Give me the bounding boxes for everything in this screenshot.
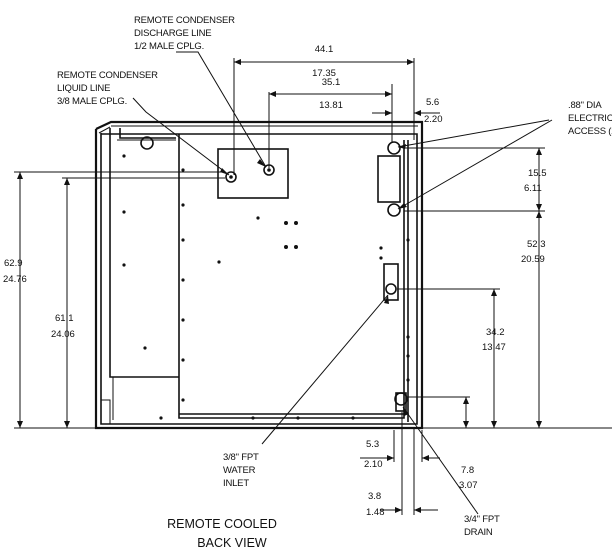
- liquid-line-fitting: [225, 171, 237, 183]
- dim-44-1-in: 17.35: [312, 68, 336, 79]
- dim-7-8-mm: 7.8: [461, 465, 474, 476]
- dim-5-6-mm: 5.6: [426, 97, 439, 108]
- dim-62-9-in: 24.76: [3, 274, 27, 285]
- dim-61-1-in: 24.06: [51, 329, 75, 340]
- svg-text:DISCHARGE LINE: DISCHARGE LINE: [134, 28, 211, 39]
- svg-text:.88" DIA: .88" DIA: [568, 100, 602, 111]
- svg-text:3/8" FPT: 3/8" FPT: [223, 452, 259, 463]
- svg-text:INLET: INLET: [223, 478, 249, 489]
- cabinet: [94, 120, 424, 430]
- dim-44-1-mm: 44.1: [315, 44, 334, 55]
- callout-electrical-access: .88" DIA ELECTRICAL ACCESS (2): [568, 100, 612, 137]
- dim-5-6-in: 2.20: [424, 114, 443, 125]
- dim-5-3-in: 2.10: [364, 459, 383, 470]
- dim-35-1-in: 13.81: [319, 100, 343, 111]
- callout-water-inlet: 3/8" FPT WATER INLET: [223, 452, 259, 489]
- dim-5-3-mm: 5.3: [366, 439, 379, 450]
- svg-text:ACCESS (2): ACCESS (2): [568, 126, 612, 137]
- svg-text:REMOTE CONDENSER: REMOTE CONDENSER: [57, 70, 158, 81]
- dim-7-8-in: 3.07: [459, 480, 478, 491]
- electrical-access-bottom: [387, 203, 401, 217]
- svg-text:1/2 MALE CPLG.: 1/2 MALE CPLG.: [134, 41, 204, 52]
- water-inlet-fitting: [385, 283, 397, 295]
- dimension-lines: [14, 58, 612, 515]
- svg-text:3/8 MALE CPLG.: 3/8 MALE CPLG.: [57, 96, 127, 107]
- callout-discharge-line: REMOTE CONDENSER DISCHARGE LINE 1/2 MALE…: [134, 15, 235, 52]
- view-caption: REMOTE COOLED BACK VIEW: [167, 517, 277, 550]
- svg-text:ELECTRICAL: ELECTRICAL: [568, 113, 612, 124]
- dim-34-2-mm: 34.2: [486, 327, 505, 338]
- dim-3-8-mm: 3.8: [368, 491, 381, 502]
- callout-drain: 3/4" FPT DRAIN: [464, 514, 500, 538]
- dim-34-2-in: 13.47: [482, 342, 506, 353]
- dim-52-3-in: 20.59: [521, 254, 545, 265]
- dim-62-9-mm: 62.9: [4, 258, 23, 269]
- svg-text:3/4" FPT: 3/4" FPT: [464, 514, 500, 525]
- dim-35-1-mm: 35.1: [322, 77, 341, 88]
- svg-text:DRAIN: DRAIN: [464, 527, 493, 538]
- svg-text:BACK VIEW: BACK VIEW: [197, 536, 267, 550]
- dim-3-8-in: 1.48: [366, 507, 385, 518]
- leader-lines: [132, 51, 553, 515]
- features: [122, 136, 410, 420]
- dim-61-1-mm: 61.1: [55, 313, 74, 324]
- dimension-values: 44.1 17.35 35.1 13.81 5.6 2.20 15.5 6.11…: [3, 44, 547, 518]
- callout-liquid-line: REMOTE CONDENSER LIQUID LINE 3/8 MALE CP…: [57, 70, 158, 107]
- svg-text:WATER: WATER: [223, 465, 256, 476]
- dim-52-3-mm: 52.3: [527, 239, 546, 250]
- svg-text:REMOTE CONDENSER: REMOTE CONDENSER: [134, 15, 235, 26]
- dim-15-5-in: 6.11: [524, 183, 542, 194]
- dim-15-5-mm: 15.5: [528, 168, 547, 179]
- svg-text:LIQUID LINE: LIQUID LINE: [57, 83, 110, 94]
- svg-text:REMOTE COOLED: REMOTE COOLED: [167, 517, 277, 531]
- electrical-access-top: [387, 141, 401, 155]
